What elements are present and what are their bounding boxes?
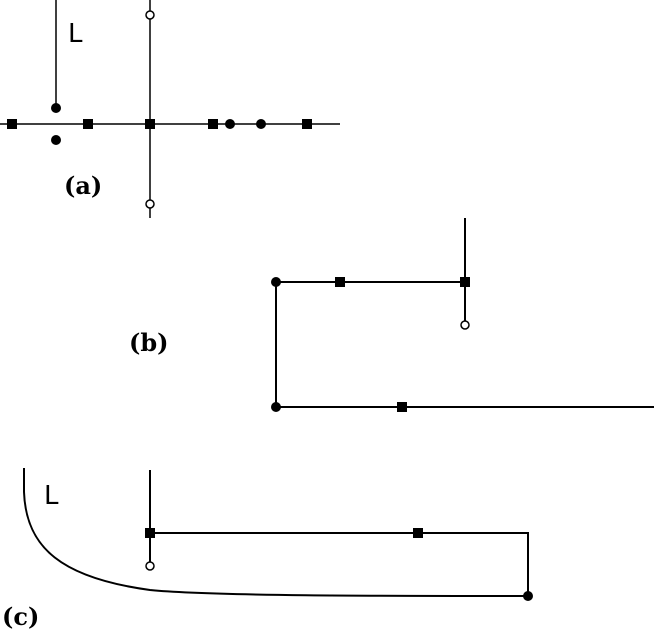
- panel-a: L (a): [0, 0, 340, 218]
- panel-a-pole-dot: [225, 119, 235, 129]
- panel-c-corner-dot: [523, 591, 533, 601]
- panel-a-pole-square: [145, 119, 155, 129]
- panel-a-pole-dot: [256, 119, 266, 129]
- panel-c-label: (c): [2, 602, 39, 631]
- panel-a-pole-square: [208, 119, 218, 129]
- panel-a-label: (a): [64, 171, 102, 200]
- panel-b-pole-square: [460, 277, 470, 287]
- panel-b-corner-dot: [271, 277, 281, 287]
- panel-a-pole-dot: [51, 135, 61, 145]
- panel-a-open-point: [145, 10, 155, 20]
- panel-c-contour-l: [23, 468, 529, 597]
- panel-a-pole-square: [7, 119, 17, 129]
- panel-b-open-point: [460, 320, 470, 330]
- panel-c-pole-square: [413, 528, 423, 538]
- panel-c-curve-label: L: [44, 481, 59, 511]
- panel-b-label: (b): [129, 328, 169, 357]
- panel-c: L (c): [2, 468, 533, 631]
- panel-b-contour: [275, 281, 654, 408]
- panel-b: (b): [129, 218, 654, 412]
- panel-a-open-point: [145, 199, 155, 209]
- panel-b-pole-square: [335, 277, 345, 287]
- panel-a-pole-square: [302, 119, 312, 129]
- panel-c-rect-contour: [150, 532, 529, 596]
- panel-a-curve-label: L: [68, 19, 83, 49]
- panel-a-pole-square: [83, 119, 93, 129]
- panel-c-open-point: [145, 561, 155, 571]
- panel-a-pole-dot: [51, 103, 61, 113]
- panel-b-pole-square: [397, 402, 407, 412]
- panel-c-pole-square: [145, 528, 155, 538]
- panel-b-corner-dot: [271, 402, 281, 412]
